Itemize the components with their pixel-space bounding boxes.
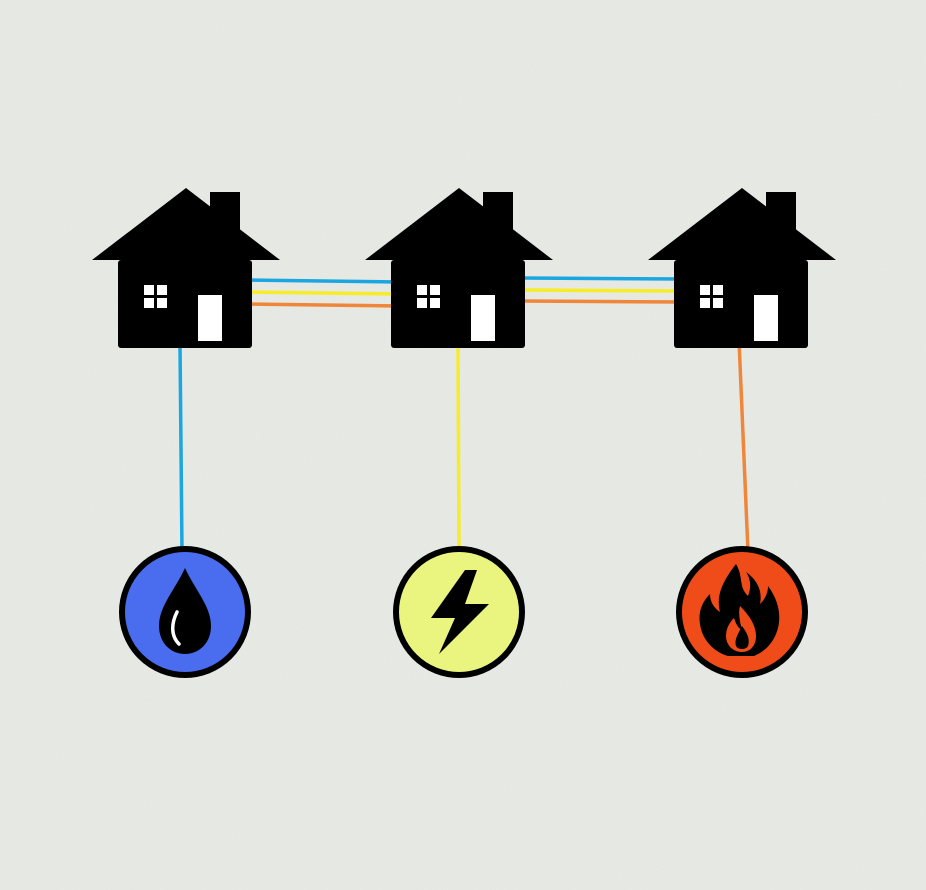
connector-left-center [245, 278, 399, 308]
lightning-bolt-icon [431, 570, 489, 654]
connector-center-right [521, 276, 684, 304]
electric-drop-line [456, 337, 461, 553]
gas-line-link-2 [521, 299, 684, 304]
gas-line-link-1 [245, 302, 399, 308]
water-line-link-1 [245, 278, 399, 284]
flame-icon [699, 564, 780, 656]
water-drop-icon [159, 568, 211, 654]
electric-line-link-2 [521, 288, 684, 293]
gas-utility [676, 546, 808, 678]
electric-line-link-1 [245, 290, 399, 296]
water-line-link-2 [521, 276, 684, 281]
water-utility [119, 546, 251, 678]
gas-drop-line [737, 339, 750, 553]
electricity-utility [393, 546, 525, 678]
water-drop-line [178, 343, 184, 553]
